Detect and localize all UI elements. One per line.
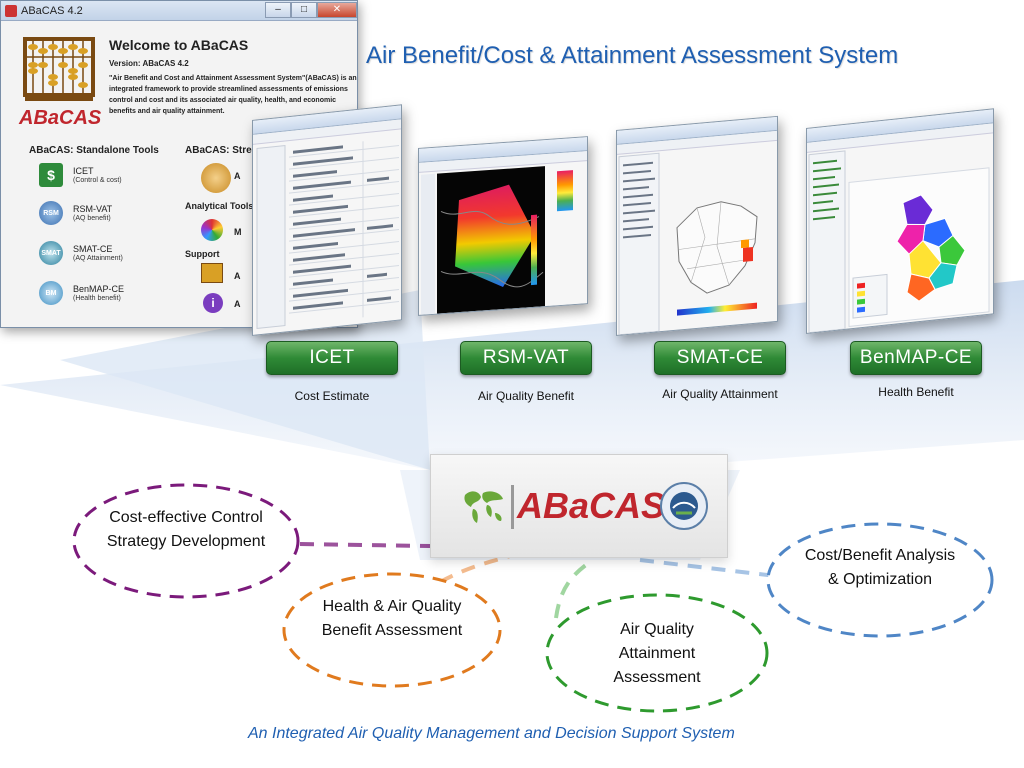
oval-attainment-label: Air Quality Attainment Assessment: [613, 621, 701, 686]
icet-button[interactable]: ICET: [266, 341, 398, 375]
world-map-icon: [464, 491, 503, 523]
welcome-description: "Air Benefit and Cost and Attainment Ass…: [109, 75, 357, 115]
icet-screenshot: [252, 104, 402, 336]
smat-icon: SMAT: [39, 241, 63, 265]
benmap-icon: BM: [39, 281, 63, 305]
tool-name: BenMAP-CE: [73, 284, 125, 294]
smat-ce-button[interactable]: SMAT-CE: [654, 341, 786, 375]
support-heading: Support: [185, 249, 220, 259]
rsm-vat-button[interactable]: RSM-VAT: [460, 341, 592, 375]
smat-ce-map-preview: [618, 152, 758, 336]
abacus-small-icon[interactable]: [201, 163, 231, 193]
tool-icet[interactable]: $ ICET(Control & cost): [39, 163, 122, 187]
benmap-ce-button[interactable]: BenMAP-CE: [850, 341, 982, 375]
icet-table-preview: [256, 141, 399, 330]
benmap-ce-caption: Health Benefit: [878, 385, 954, 399]
tool-rsm-vat[interactable]: RSM RSM-VAT(AQ benefit): [39, 201, 112, 225]
window-titlebar[interactable]: ABaCAS 4.2 – □ ✕: [1, 1, 357, 21]
abacas-logo: ABaCAS: [19, 107, 102, 129]
streamlined-letter-a1: A: [234, 171, 241, 181]
icet-caption: Cost Estimate: [294, 389, 370, 403]
tool-name: ICET: [73, 166, 94, 176]
streamlined-letter-a3: A: [234, 299, 241, 309]
oval-cost-effective-label: Cost-effective Control Strategy Developm…: [106, 509, 266, 550]
version-label: Version: ABaCAS 4.2: [109, 59, 189, 68]
support-abacus-icon[interactable]: [201, 263, 223, 283]
logo-divider: [511, 485, 514, 529]
main-title: Air Benefit/Cost & Attainment Assessment…: [366, 42, 899, 69]
standalone-tools-heading: ABaCAS: Standalone Tools: [29, 145, 159, 156]
close-button[interactable]: ✕: [317, 1, 357, 18]
minimize-button[interactable]: –: [265, 1, 291, 18]
center-abacas-logo: ABaCAS: [517, 485, 666, 526]
abacus-icon: [23, 37, 95, 101]
tool-subtitle: (AQ Attainment): [73, 255, 123, 262]
smat-ce-caption: Air Quality Attainment: [662, 387, 778, 401]
tool-subtitle: (Control & cost): [73, 177, 122, 184]
streamlined-letter-m: M: [234, 227, 242, 237]
oval-health-air-quality-label: Health & Air Quality Benefit Assessment: [321, 598, 463, 639]
footer-tagline: An Integrated Air Quality Management and…: [248, 725, 735, 742]
tool-subtitle: (Health benefit): [73, 295, 121, 302]
epa-seal-icon: [660, 482, 708, 530]
tool-subtitle: (AQ benefit): [73, 215, 111, 222]
maximize-button[interactable]: □: [291, 1, 317, 18]
tool-name: SMAT-CE: [73, 244, 113, 254]
rsm-icon: RSM: [39, 201, 63, 225]
window-title: ABaCAS 4.2: [21, 4, 83, 17]
dollar-icon: $: [39, 163, 63, 187]
benmap-ce-screenshot: [806, 108, 994, 334]
analytical-tool-icon[interactable]: [201, 219, 223, 241]
oval-cost-benefit-label: Cost/Benefit Analysis & Optimization: [804, 547, 956, 588]
rsm-vat-caption: Air Quality Benefit: [477, 389, 575, 403]
info-icon[interactable]: i: [203, 293, 223, 313]
tool-name: RSM-VAT: [73, 204, 113, 214]
tool-smat-ce[interactable]: SMAT SMAT-CE(AQ Attainment): [39, 241, 123, 265]
welcome-panel: ABaCAS Welcome to ABaCAS Version: ABaCAS…: [13, 25, 357, 137]
center-abacas-block: ABaCAS: [430, 454, 728, 558]
streamlined-tools-heading: ABaCAS: Streamlined T: [185, 145, 299, 156]
rsm-vat-map-preview: [421, 163, 587, 315]
app-icon: [5, 4, 17, 17]
rsm-vat-screenshot: [418, 136, 588, 316]
tool-benmap-ce[interactable]: BM BenMAP-CE(Health benefit): [39, 281, 124, 305]
analytical-tools-heading: Analytical Tools: [185, 201, 254, 211]
streamlined-letter-a2: A: [234, 271, 241, 281]
benmap-ce-map-preview: [808, 150, 990, 334]
smat-ce-screenshot: [616, 115, 778, 336]
welcome-heading: Welcome to ABaCAS: [109, 37, 249, 53]
